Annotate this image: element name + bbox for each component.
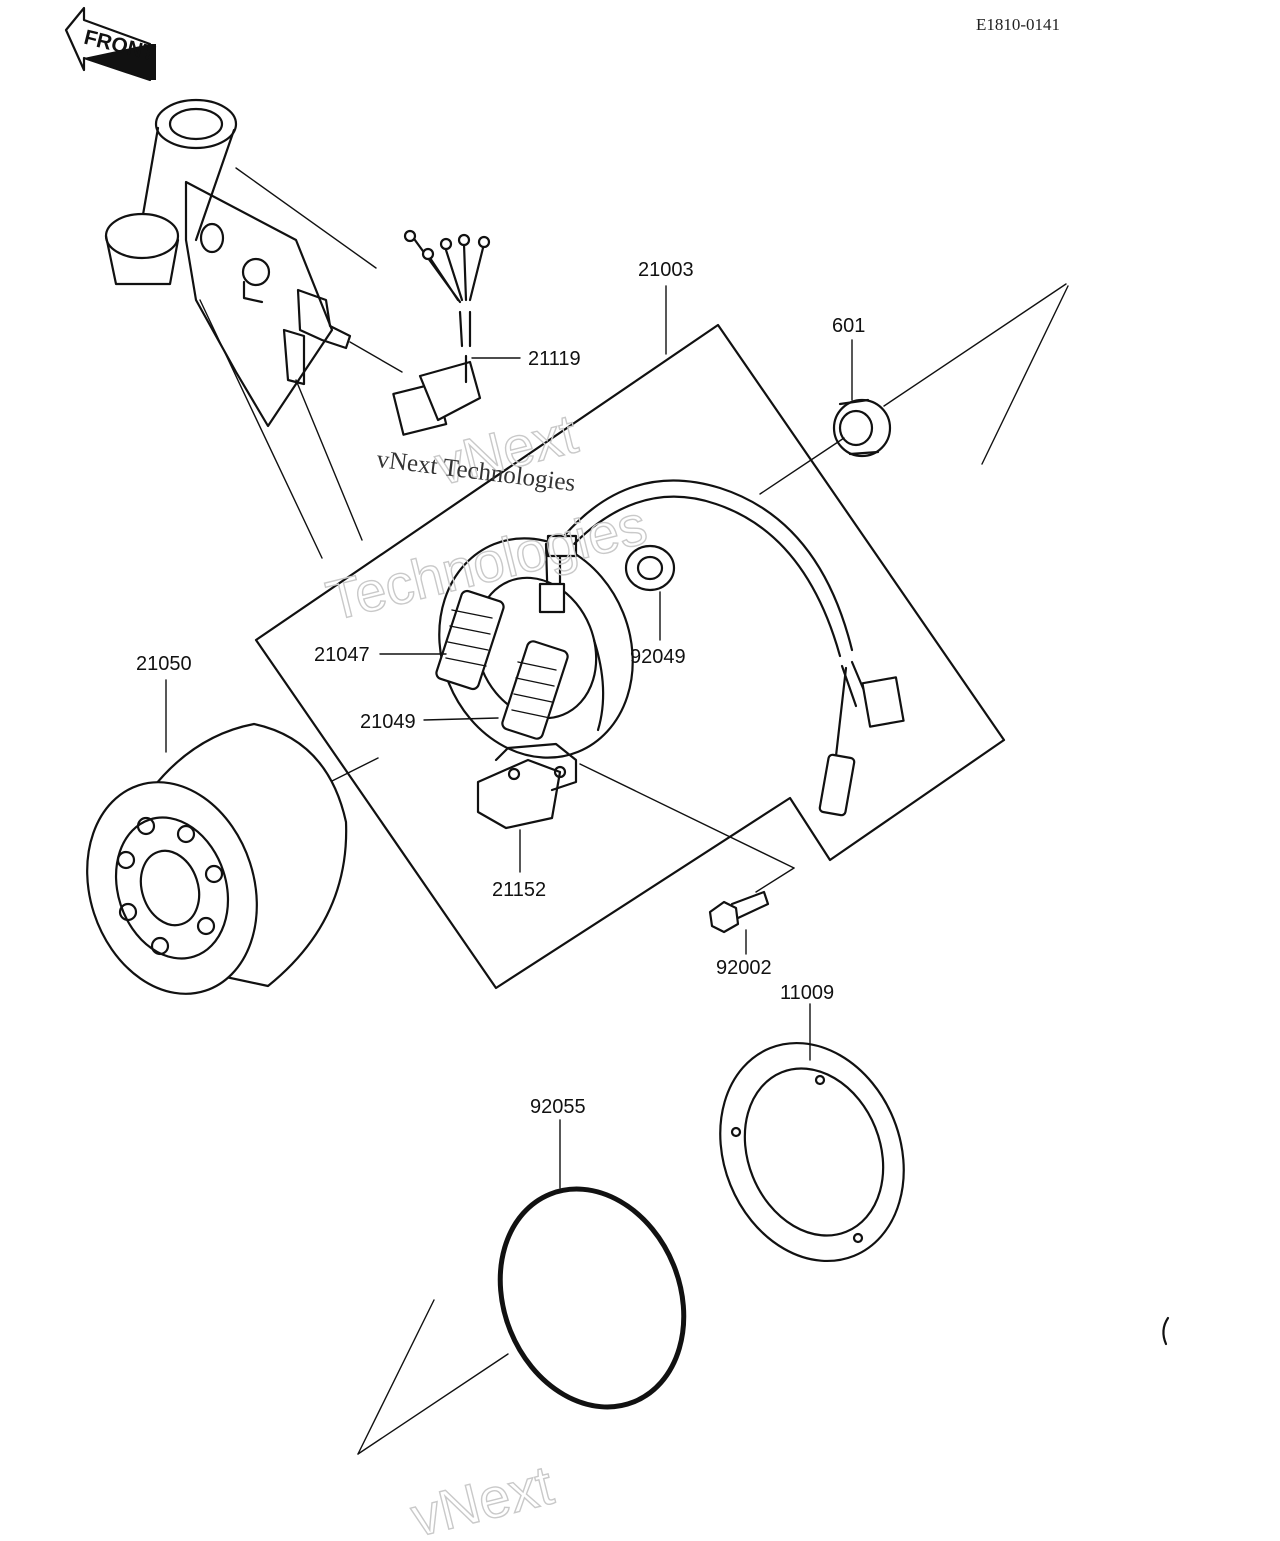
- part-label-92002: 92002: [716, 957, 772, 979]
- part-label-92055: 92055: [530, 1096, 586, 1118]
- part-label-21152: 21152: [492, 879, 546, 901]
- oil-seal-92049: [624, 544, 676, 592]
- reference-code: E1810-0141: [976, 15, 1060, 34]
- edge-mark: [1162, 1316, 1170, 1346]
- watermark-ghost-bottom: vNext: [405, 1453, 560, 1536]
- leader-lines: [165, 285, 853, 1189]
- watermark: vNext Technologies vNext Technologies vN…: [320, 401, 654, 1541]
- part-label-21003: 21003: [638, 259, 694, 281]
- front-arrow-icon: FRONT: [64, 6, 158, 82]
- wire-harness: [562, 479, 854, 652]
- o-ring-92055: [497, 1186, 687, 1410]
- gasket-11009: [719, 1041, 905, 1263]
- cdi-unit-21119: [392, 229, 491, 436]
- frame-bracket: [104, 98, 352, 428]
- part-label-21119: 21119: [528, 348, 581, 370]
- shaft-axis-lines: [321, 283, 1069, 1455]
- harness-connector: [818, 660, 905, 817]
- pickup-coil-21152: [476, 742, 578, 830]
- stator-plate: [435, 534, 634, 759]
- part-label-21050: 21050: [136, 653, 192, 675]
- part-labels: 21003 21119 601 21047 92049 21050 21049 …: [136, 259, 865, 1118]
- assembly-guide-lines: [199, 167, 403, 559]
- part-label-21047: 21047: [314, 644, 370, 666]
- part-label-601: 601: [832, 315, 865, 337]
- bolt-92002: [708, 890, 770, 934]
- flywheel-21050: [86, 722, 348, 995]
- part-label-21049: 21049: [360, 711, 416, 733]
- part-label-11009: 11009: [780, 982, 834, 1004]
- part-label-92049: 92049: [630, 646, 686, 668]
- bearing-601: [832, 398, 892, 458]
- stator-assembly-outline: [254, 323, 1006, 990]
